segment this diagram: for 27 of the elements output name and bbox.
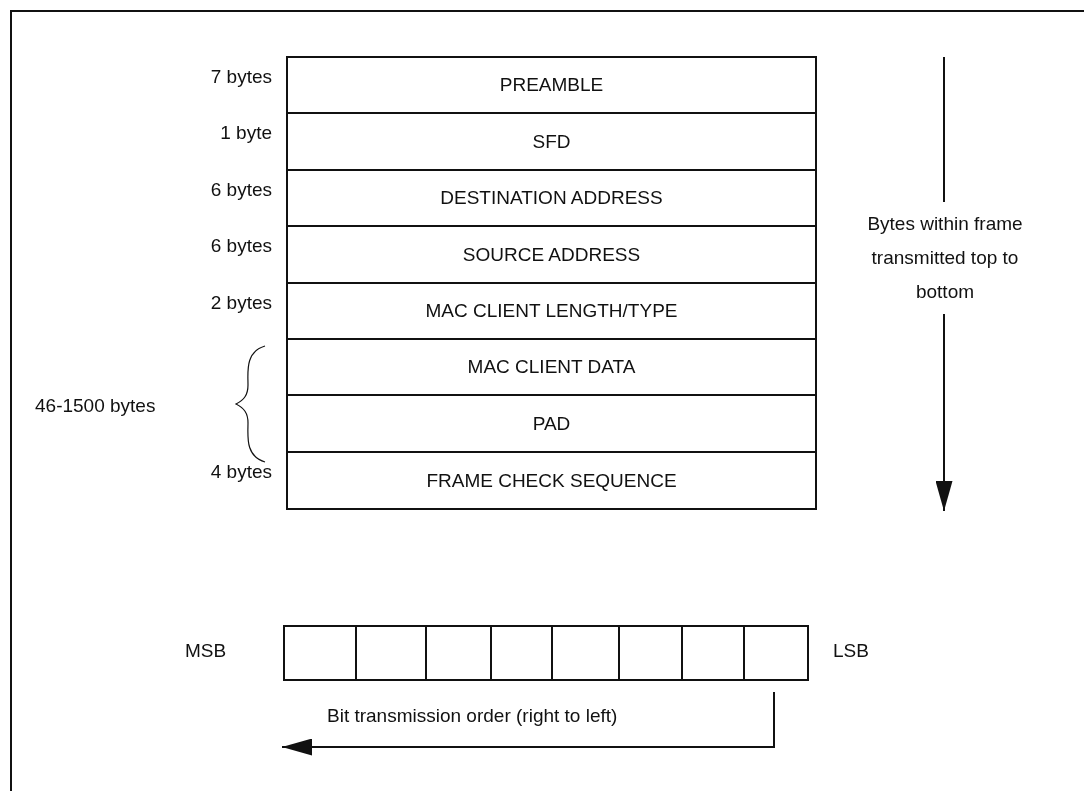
frame-field: PREAMBLE: [286, 56, 817, 114]
frame-field: FRAME CHECK SEQUENCE: [286, 451, 817, 510]
bit-cell: [681, 625, 745, 681]
direction-text: Bytes within frame transmitted top to bottom: [866, 212, 1024, 304]
byte-count: 46-1500 bytes: [35, 395, 156, 417]
byte-count: 4 bytes: [210, 461, 272, 483]
byte-count: 6 bytes: [210, 235, 272, 257]
frame-field: SOURCE ADDRESS: [286, 225, 817, 284]
bit-cell: [743, 625, 809, 681]
frame-field: MAC CLIENT LENGTH/TYPE: [286, 282, 817, 340]
byte-count: 7 bytes: [210, 66, 272, 88]
bit-order-label: MSB: [185, 640, 227, 662]
bit-cell: [551, 625, 620, 681]
byte-count: 1 byte: [220, 122, 272, 144]
frame-field: SFD: [286, 112, 817, 171]
byte-count: 6 bytes: [210, 179, 272, 201]
byte-count: 2 bytes: [210, 292, 272, 314]
bit-cell: [283, 625, 357, 681]
direction-text: Bit transmission order (right to left): [327, 705, 618, 727]
bit-cell: [490, 625, 553, 681]
frame-field: MAC CLIENT DATA: [286, 338, 817, 396]
bit-cell: [618, 625, 683, 681]
bit-order-label: LSB: [833, 640, 869, 662]
bit-cell: [425, 625, 492, 681]
frame-field: DESTINATION ADDRESS: [286, 169, 817, 227]
frame-field: PAD: [286, 394, 817, 453]
bit-cell: [355, 625, 427, 681]
